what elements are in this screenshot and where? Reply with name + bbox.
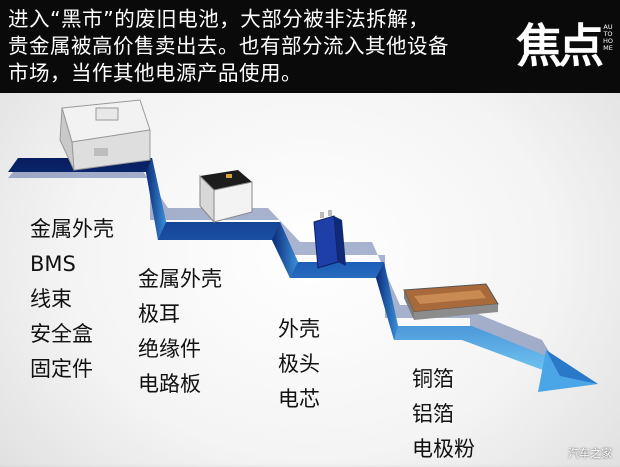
header-line-2: 贵金属被高价售卖出去。也有部分流入其他设备 [8,34,449,58]
header-banner: 进入“黑市”的废旧电池，大部分被非法拆解， 贵金属被高价售卖出去。也有部分流入其… [0,0,620,93]
autohome-logo: 焦点 AUTOHOME [516,10,613,86]
stage-3-item: 极头 [278,352,320,376]
stage-2-item: 电路板 [138,372,201,396]
stage-1-item: BMS [30,252,76,276]
stage-2-item: 金属外壳 [138,267,222,291]
electrode-sheet-illustration [403,283,499,320]
battery-pack-illustration [59,99,151,171]
stage-3-components: 外壳 极头 电芯 [278,312,320,417]
header-line-3: 市场，当作其他电源产品使用。 [8,61,302,85]
stage-2-item: 极耳 [138,302,180,326]
battery-cell-illustration [313,210,346,269]
stage-2-components: 金属外壳 极耳 绝缘件 电路板 [138,262,222,402]
header-text: 进入“黑市”的废旧电池，大部分被非法拆解， 贵金属被高价售卖出去。也有部分流入其… [8,6,508,87]
stage-1-item: 金属外壳 [30,217,114,241]
watermark-text: 汽车之家 [568,447,612,460]
stage-4-item: 铜箔 [412,367,454,391]
stage-4-item: 电极粉 [412,437,475,461]
battery-module-illustration [199,170,253,224]
stage-1-item: 安全盒 [30,322,93,346]
stage-1-components: 金属外壳 BMS 线束 安全盒 固定件 [30,212,114,387]
stage-1-item: 固定件 [30,357,93,381]
header-line-1: 进入“黑市”的废旧电池，大部分被非法拆解， [8,7,430,31]
stage-3-item: 电芯 [278,387,320,411]
logo-side-text: AUTOHOME [602,23,613,52]
stage-1-item: 线束 [30,287,72,311]
logo-main-text: 焦点 [516,19,604,73]
stage-4-item: 铝箔 [412,402,454,426]
stage-3-item: 外壳 [278,317,320,341]
stage-4-components: 铜箔 铝箔 电极粉 [412,362,475,467]
stage-2-item: 绝缘件 [138,337,201,361]
